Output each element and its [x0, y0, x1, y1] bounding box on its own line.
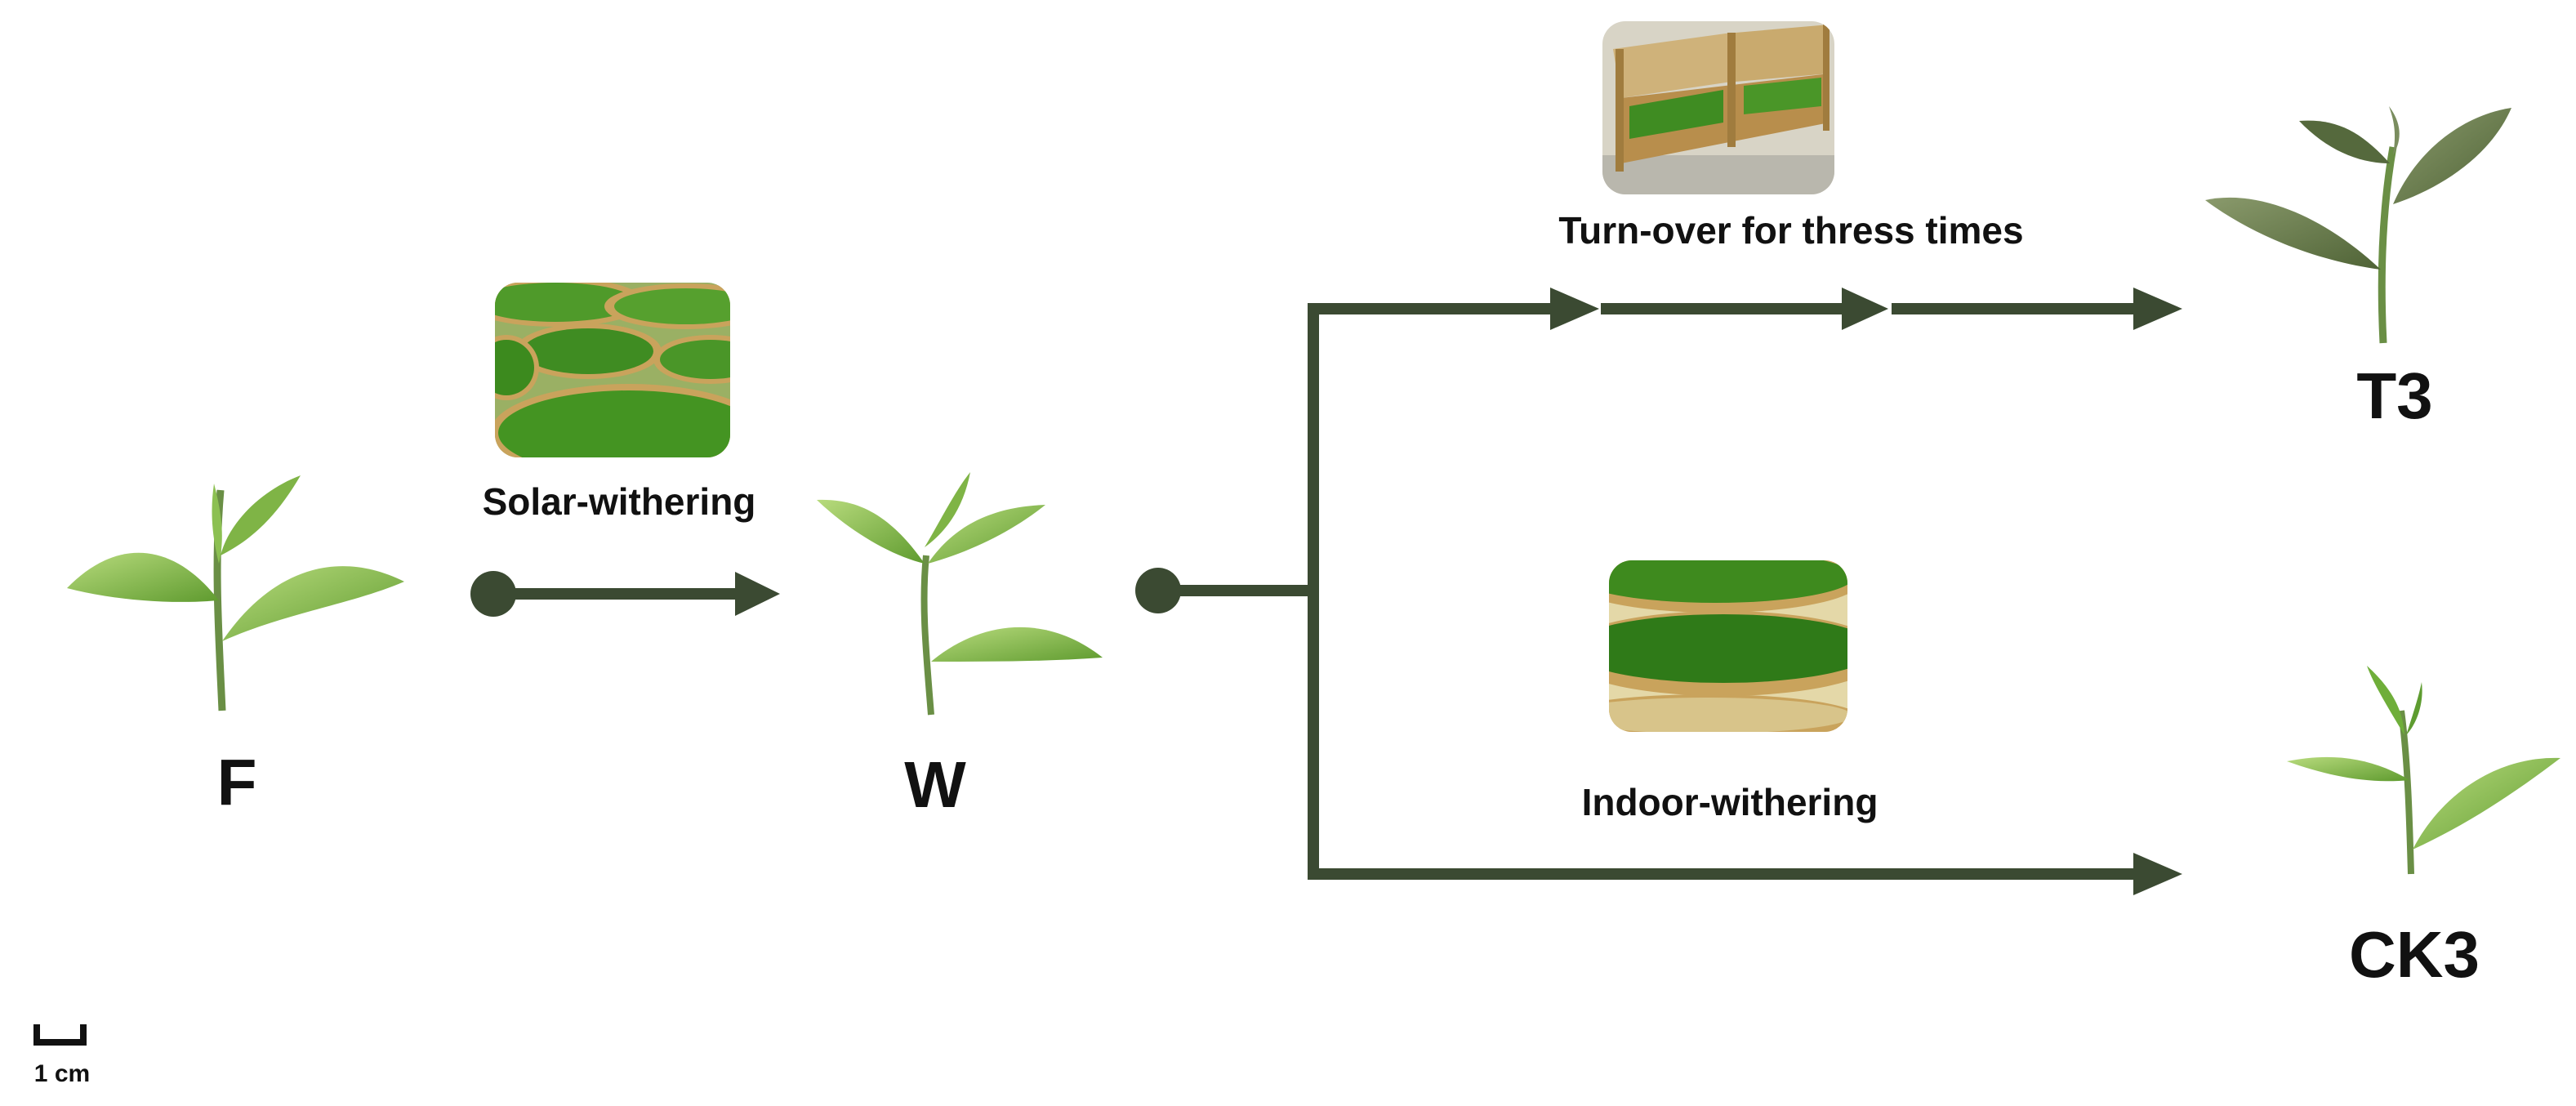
turnover-arrow-3: [1892, 288, 2182, 330]
turnover-arrow-2: [1601, 288, 1888, 330]
solar-withering-arrow: [470, 571, 780, 617]
turnover-arrow-1: [1308, 288, 1599, 330]
control-leaf-icon: [2287, 666, 2560, 875]
scale-bar: [33, 1024, 87, 1046]
turnover-rack-photo: [1602, 21, 1834, 194]
branch-connector: [1135, 304, 1319, 876]
stage-label-fresh: F: [217, 746, 257, 818]
withered-leaf-icon: [817, 472, 1103, 716]
stage-label-control: CK3: [2349, 918, 2480, 991]
scale-bar-label: 1 cm: [34, 1060, 90, 1087]
stage-label-turnover: T3: [2356, 359, 2432, 432]
turnover-leaf-icon: [2205, 106, 2511, 344]
indoor-withering-trays-photo: [1609, 560, 1847, 732]
process-label-solar: Solar-withering: [483, 480, 756, 523]
stage-label-withered: W: [904, 748, 966, 821]
process-label-turnover: Turn-over for thress times: [1558, 209, 2023, 252]
fresh-leaf-icon: [67, 475, 404, 711]
solar-withering-trays-photo: [495, 283, 730, 457]
indoor-withering-arrow: [1308, 853, 2182, 895]
process-label-indoor: Indoor-withering: [1582, 781, 1879, 823]
